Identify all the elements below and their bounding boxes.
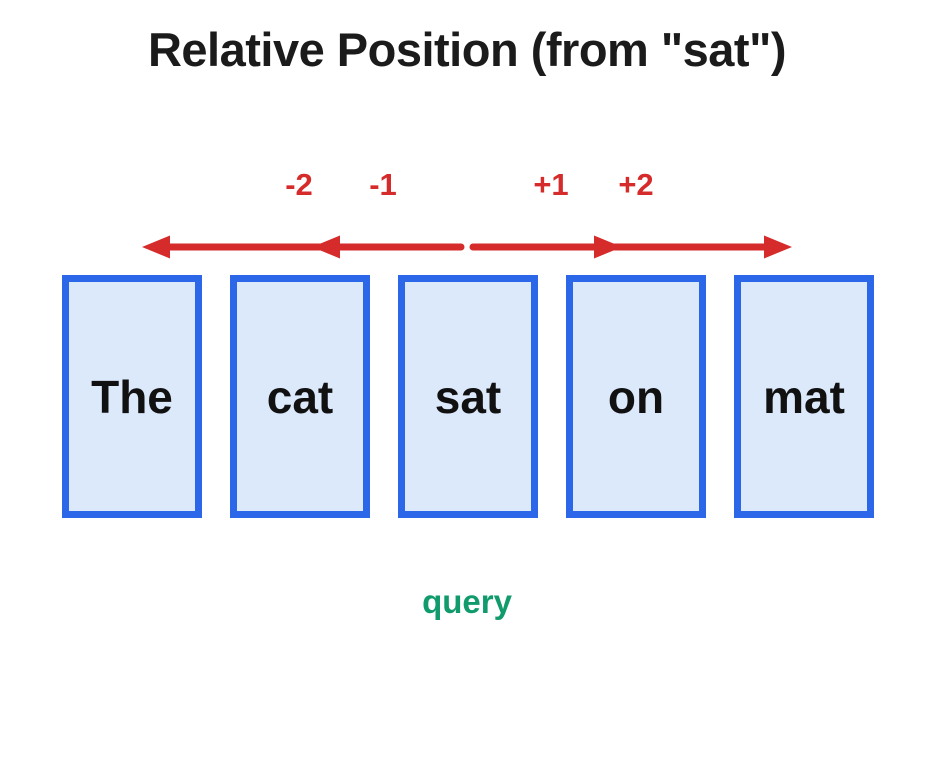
arrowhead-plus-2-icon (764, 235, 792, 259)
token-row: The cat sat on mat (62, 275, 874, 518)
token-label: on (607, 370, 665, 423)
offset-label-minus-1: -1 (369, 167, 397, 202)
token-box-on: on (566, 275, 706, 518)
token-box-mat: mat (734, 275, 874, 518)
token-label: The (91, 370, 173, 423)
token-box-sat: sat (398, 275, 538, 518)
token-label: mat (763, 370, 845, 423)
offset-label-plus-2: +2 (618, 167, 654, 202)
query-label: query (422, 583, 512, 620)
relative-position-arrows (142, 235, 792, 259)
arrowhead-minus-1-icon (312, 235, 340, 259)
token-box-cat: cat (230, 275, 370, 518)
diagram-title: Relative Position (from "sat") (147, 23, 787, 76)
offset-label-plus-1: +1 (533, 167, 569, 202)
token-label: cat (266, 370, 334, 423)
token-box-the: The (62, 275, 202, 518)
token-label: sat (434, 370, 502, 423)
arrowhead-minus-2-icon (142, 235, 170, 259)
offset-label-minus-2: -2 (285, 167, 313, 202)
arrowhead-plus-1-icon (594, 235, 622, 259)
